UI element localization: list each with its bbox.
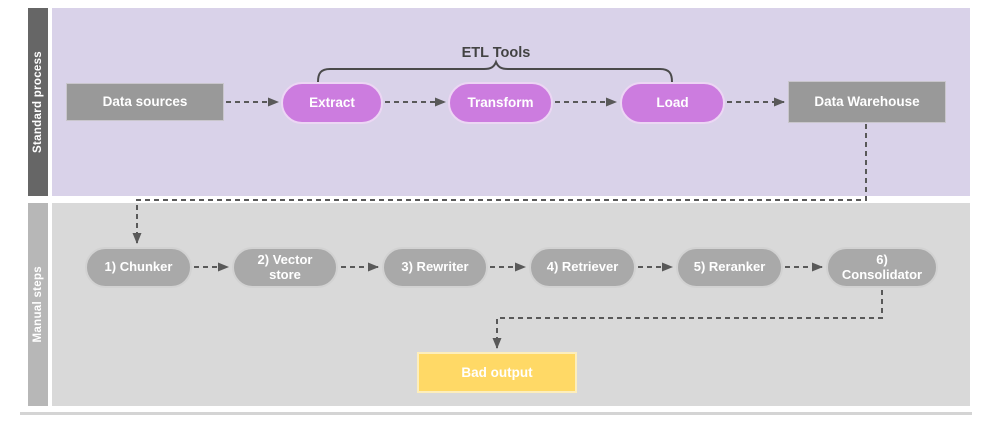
node-extract: Extract	[281, 82, 383, 124]
lane-standard-process-label: Standard process	[32, 51, 44, 153]
node-load: Load	[620, 82, 725, 124]
node-retriever: 4) Retriever	[529, 247, 636, 288]
node-chunker: 1) Chunker	[85, 247, 192, 288]
node-bad-output: Bad output	[417, 352, 577, 393]
node-consolidator: 6) Consolidator	[826, 247, 938, 288]
node-rewriter: 3) Rewriter	[382, 247, 488, 288]
bottom-divider-line	[20, 412, 972, 415]
lane-standard-process-header: Standard process	[28, 8, 48, 196]
lane-manual-steps-label: Manual steps	[32, 266, 44, 343]
node-transform: Transform	[448, 82, 553, 124]
lane-manual-steps-header: Manual steps	[28, 203, 48, 406]
node-data-warehouse: Data Warehouse	[788, 81, 946, 123]
etl-tools-label: ETL Tools	[461, 45, 531, 61]
node-vector-store: 2) Vector store	[232, 247, 338, 288]
node-reranker: 5) Reranker	[676, 247, 783, 288]
node-data-sources: Data sources	[66, 83, 224, 121]
